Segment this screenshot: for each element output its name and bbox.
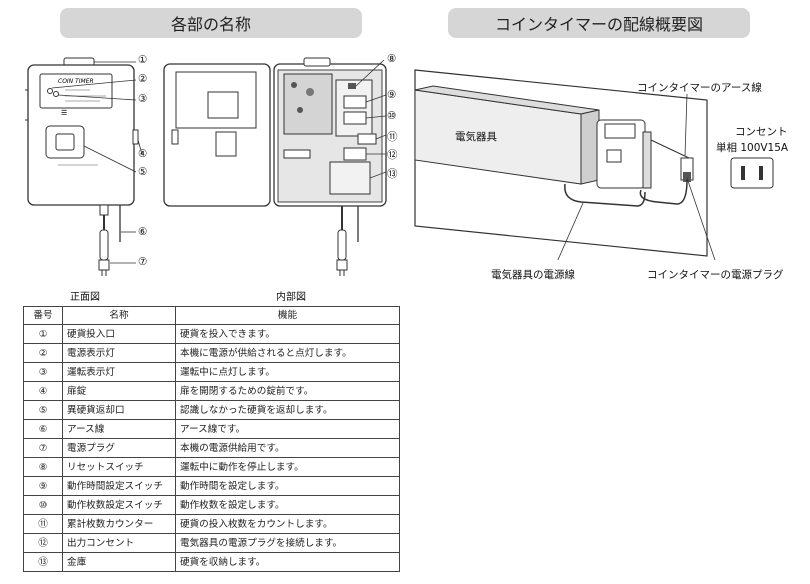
internal-view-diagram — [163, 57, 387, 276]
row-name: 運転表示灯 — [62, 362, 176, 382]
time-setting-switch — [343, 95, 367, 109]
reset-switch — [348, 83, 356, 89]
row-function: 扉を開閉するための錠前です。 — [175, 381, 400, 401]
row-function: 硬貨の投入枚数をカウントします。 — [175, 514, 400, 534]
callout-4: ④ — [138, 148, 148, 160]
appliance-power-cord-label: 電気器具の電源線 — [491, 269, 575, 281]
table-header-row: 番号 名称 機能 — [23, 306, 400, 325]
callout-8: ⑧ — [387, 53, 397, 65]
row-name: 扉錠 — [62, 381, 176, 401]
callout-13: ⑬ — [387, 168, 398, 180]
front-view-caption: 正面図 — [70, 292, 100, 303]
row-name: アース線 — [62, 419, 176, 439]
row-function: 運転中に点灯します。 — [175, 362, 400, 382]
row-function: 電気器具の電源プラグを接続します。 — [175, 533, 400, 553]
row-number: ⑫ — [23, 533, 63, 553]
row-name: 異硬貨返却口 — [62, 400, 176, 420]
power-lamp — [47, 88, 53, 94]
section-title-wiring: コインタイマーの配線概要図 — [448, 8, 750, 38]
callout-10: ⑩ — [387, 110, 397, 122]
row-name: 電源表示灯 — [62, 343, 176, 363]
outlet-label: コンセント — [735, 126, 788, 138]
row-name: 動作枚数設定スイッチ — [62, 495, 176, 515]
output-outlet — [343, 147, 367, 161]
row-function: 硬貨を収納します。 — [175, 552, 400, 572]
front-brand-text: COIN TIMER — [58, 78, 94, 85]
row-number: ⑧ — [23, 457, 63, 477]
row-number: ⑤ — [23, 400, 63, 420]
power-plug — [98, 259, 110, 271]
row-function: 動作枚数を設定します。 — [175, 495, 400, 515]
front-view-diagram: COIN TIMER ☰ — [25, 57, 143, 276]
total-counter — [357, 133, 377, 145]
callout-6: ⑥ — [138, 226, 148, 238]
row-function: アース線です。 — [175, 419, 400, 439]
door-lock — [132, 129, 139, 145]
header-name: 名称 — [62, 306, 176, 325]
section-title-parts: 各部の名称 — [60, 8, 362, 38]
callout-12: ⑫ — [387, 149, 398, 161]
row-number: ⑥ — [23, 419, 63, 439]
row-number: ③ — [23, 362, 63, 382]
row-number: ⑪ — [23, 514, 63, 534]
row-function: 認識しなかった硬貨を返却します。 — [175, 400, 400, 420]
row-function: 硬貨を投入できます。 — [175, 324, 400, 344]
row-number: ② — [23, 343, 63, 363]
internal-view-caption: 内部図 — [276, 292, 306, 303]
row-name: 金庫 — [62, 552, 176, 572]
row-name: 硬貨投入口 — [62, 324, 176, 344]
row-name: リセットスイッチ — [62, 457, 176, 477]
callout-3: ③ — [138, 93, 148, 105]
wall-outlet — [730, 157, 774, 189]
callout-2: ② — [138, 73, 148, 85]
row-function: 動作時間を設定します。 — [175, 476, 400, 496]
callout-7: ⑦ — [138, 256, 148, 268]
timer-power-plug-label: コインタイマーの電源プラグ — [647, 269, 784, 281]
row-function: 本機の電源供給用です。 — [175, 438, 400, 458]
svg-text:☰: ☰ — [61, 109, 67, 117]
row-number: ⑩ — [23, 495, 63, 515]
callout-5: ⑤ — [138, 166, 148, 178]
appliance-label: 電気器具 — [455, 131, 497, 143]
callout-1: ① — [138, 54, 148, 66]
row-name: 電源プラグ — [62, 438, 176, 458]
coin-safe — [329, 161, 371, 195]
row-number: ⑦ — [23, 438, 63, 458]
row-number: ⑨ — [23, 476, 63, 496]
callout-9: ⑨ — [387, 89, 397, 101]
header-number: 番号 — [23, 306, 63, 325]
row-name: 累計枚数カウンター — [62, 514, 176, 534]
row-number: ④ — [23, 381, 63, 401]
outlet-spec-label: 単相 100V15A — [716, 142, 789, 154]
count-setting-switch — [343, 111, 367, 125]
callout-11: ⑪ — [387, 131, 398, 143]
earth-wire-label: コインタイマーのアース線 — [637, 82, 762, 94]
row-function: 本機に電源が供給されると点灯します。 — [175, 343, 400, 363]
row-number: ① — [23, 324, 63, 344]
row-name: 動作時間設定スイッチ — [62, 476, 176, 496]
wiring-diagram — [414, 69, 774, 260]
row-function: 運転中に動作を停止します。 — [175, 457, 400, 477]
run-lamp — [53, 91, 59, 97]
header-function: 機能 — [175, 306, 400, 325]
row-number: ⑬ — [23, 552, 63, 572]
row-name: 出力コンセント — [62, 533, 176, 553]
